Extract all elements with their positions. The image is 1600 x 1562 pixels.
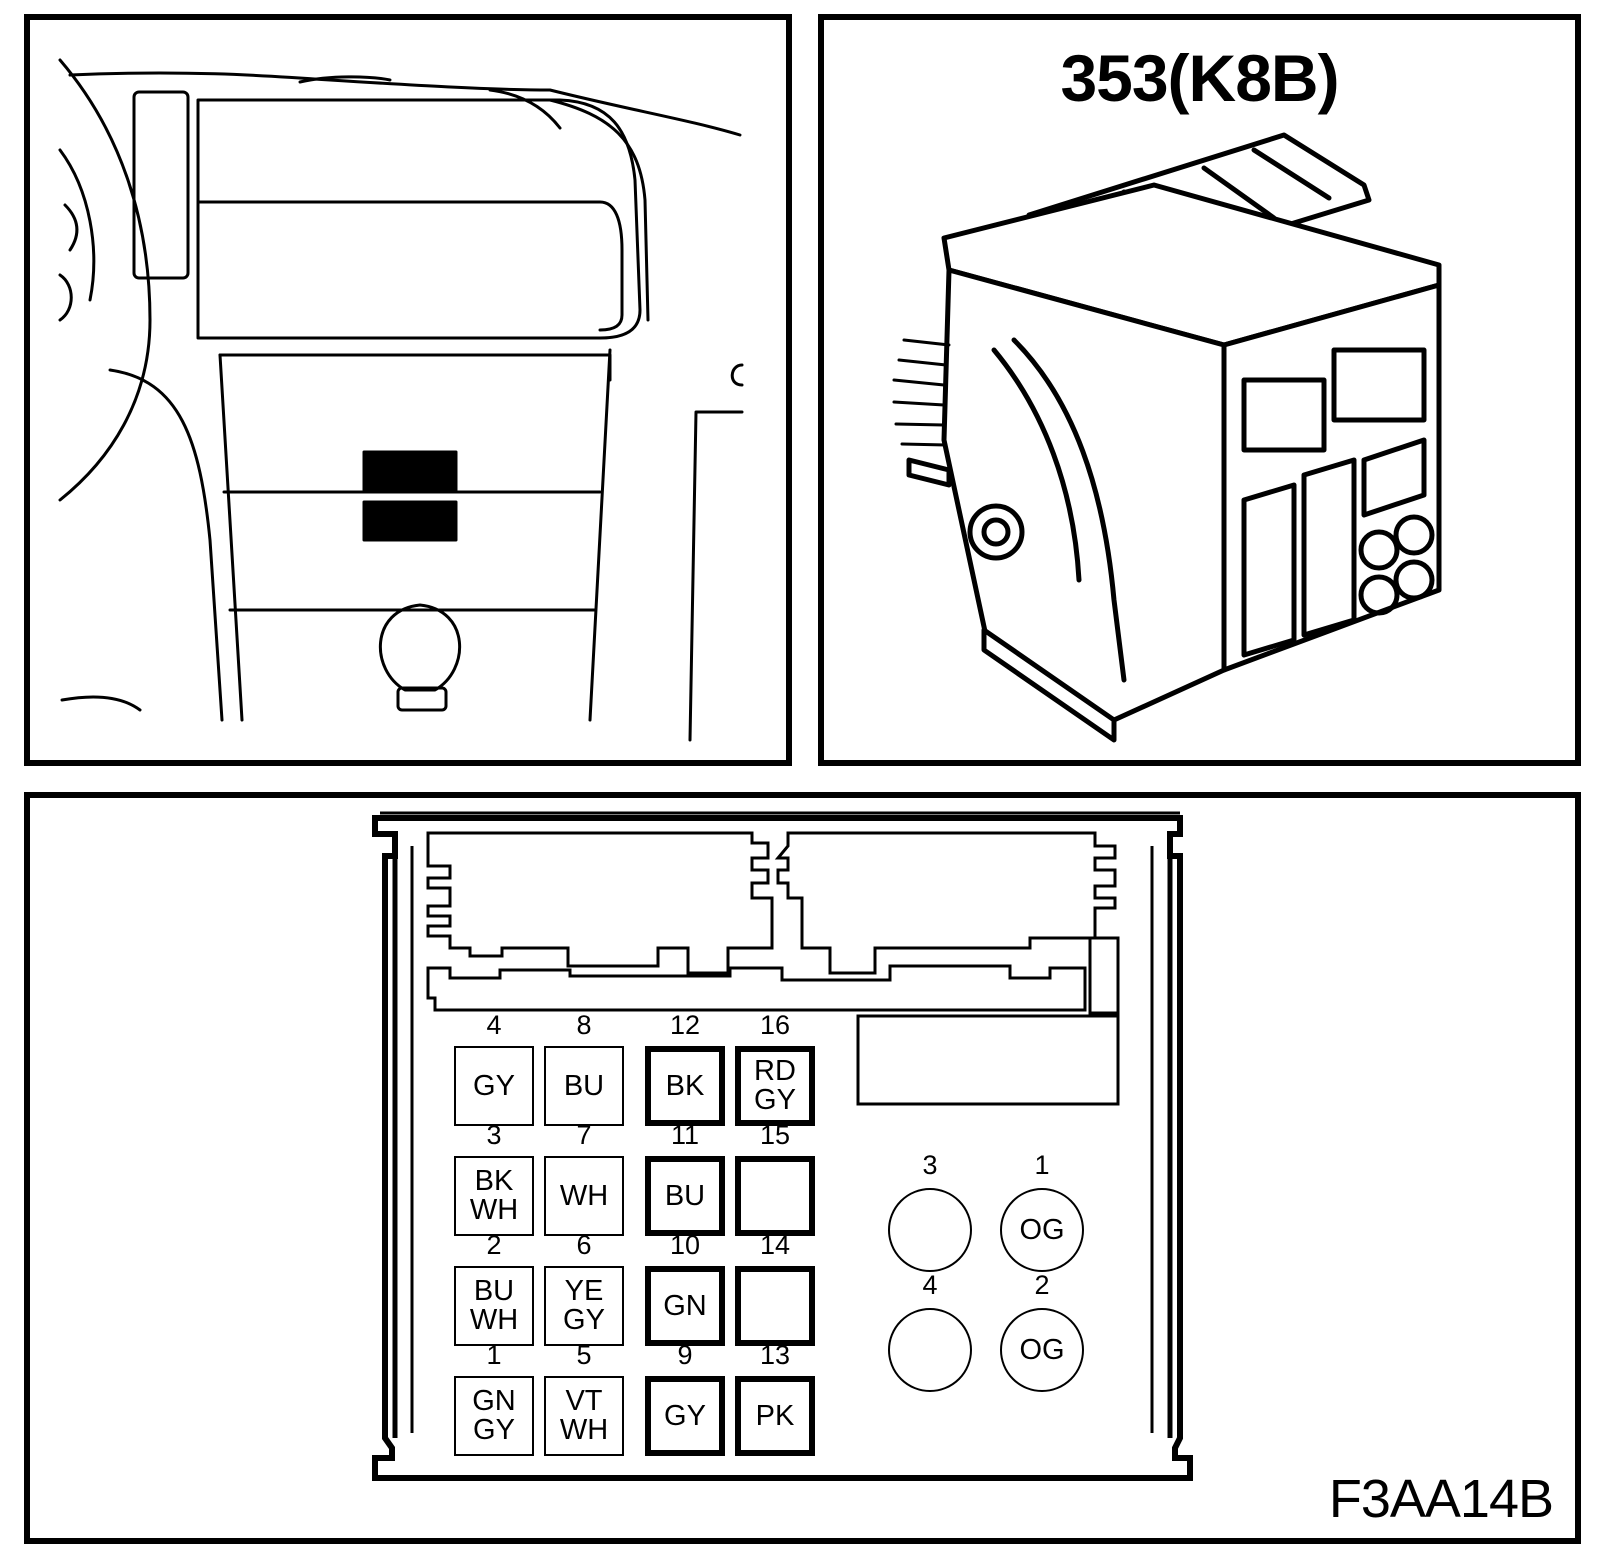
pin-number: 1 [486,1340,502,1370]
wire-color-label: BK WH [469,1165,519,1226]
radio-location-marker-upper [362,450,458,492]
wire-bundle [892,338,951,447]
pin-cavity: RD GY [735,1046,815,1126]
round-cavity-1 [1358,529,1400,571]
wire-color-label: VT WH [559,1385,609,1446]
pin-cavity: VT WH [544,1376,624,1456]
gear-lever-knob [378,603,462,692]
wire-color-label: YE GY [563,1275,605,1336]
wire-color-label: OG [1019,1213,1065,1246]
side-vent [132,90,190,280]
front-slot-b [1301,457,1357,638]
wire-color-label: GN [663,1289,707,1322]
side-grommet [967,503,1025,561]
pin-cavity: WH [544,1156,624,1236]
wire-color-label: GN GY [472,1385,516,1446]
wire-color-label: BK [665,1069,705,1102]
connector-body-front [1221,282,1442,673]
lower-rail [426,964,1087,1012]
upper-cavity-right [774,831,1117,975]
wire-color-label: BU [664,1179,706,1212]
front-slot-a [1241,482,1297,658]
wire-color-label: GY [664,1399,706,1432]
dashboard-top-edge [68,71,742,137]
wire-color-label: WH [559,1179,609,1212]
pin-cavity: BU [544,1046,624,1126]
pin-number: 3 [486,1120,502,1150]
pin-number: 12 [669,1010,701,1040]
pin-number: 10 [669,1230,701,1260]
pin-cavity: BU [645,1156,725,1236]
wire-color-label: RD GY [754,1055,796,1116]
pin-number: 11 [670,1120,700,1150]
wire-color-label: PK [755,1399,795,1432]
connector-3d-panel: 353(K8B) [818,14,1581,766]
connector-face-outline [372,811,1193,1481]
pin-cavity: BK WH [454,1156,534,1236]
pin-cavity: YE GY [544,1266,624,1346]
pin-number: 8 [576,1010,592,1040]
label-window [856,1014,1120,1106]
console-right-edge [588,348,612,722]
pin-number: 3 [922,1150,938,1180]
wire-color-label: BU [563,1069,605,1102]
pin-number: 2 [486,1230,502,1260]
figure-id: F3AA14B [1328,1469,1554,1529]
pin-cavity: BU WH [454,1266,534,1346]
wire-color-label: BU WH [469,1275,519,1336]
steering-wheel-outline [58,58,152,502]
pin-cavity [735,1156,815,1236]
pin-number: 16 [759,1010,791,1040]
pin-cavity: GY [454,1046,534,1126]
pin-cavity: PK [735,1376,815,1456]
radio-location-marker-lower [362,500,458,542]
round-pin-cavity: OG [1000,1188,1084,1272]
pin-number: 2 [1034,1270,1050,1300]
wire-color-label: GY [473,1069,515,1102]
pin-cavity: GN [645,1266,725,1346]
pin-number: 15 [759,1120,791,1150]
pin-number: 13 [759,1340,791,1370]
round-cavity-3 [1358,574,1400,616]
pin-number: 14 [759,1230,791,1260]
display-frame [196,98,642,340]
pin-cavity: GY [645,1376,725,1456]
pin-cavity [735,1266,815,1346]
connector-title: 353(K8B) [1060,41,1339,115]
pin-cavity: BK [645,1046,725,1126]
upper-cavity-left [426,831,774,975]
round-pin-cavity [888,1308,972,1392]
pin-number: 4 [922,1270,938,1300]
round-cavity-4 [1393,559,1435,601]
pin-number: 5 [576,1340,592,1370]
pin-number: 6 [576,1230,592,1260]
dashboard-drawing [58,58,744,742]
dashboard-location-panel [24,14,792,766]
round-cavity-2 [1393,514,1435,556]
wire-color-label: OG [1019,1333,1065,1366]
connector-3d-drawing [892,132,1442,743]
console-left-edge [108,368,224,722]
round-pin-cavity [888,1188,972,1272]
round-pin-cavity: OG [1000,1308,1084,1392]
pin-number: 9 [677,1340,693,1370]
pin-number: 1 [1034,1150,1050,1180]
pin-number: 7 [576,1120,592,1150]
pin-cavity: GN GY [454,1376,534,1456]
pin-number: 4 [486,1010,502,1040]
